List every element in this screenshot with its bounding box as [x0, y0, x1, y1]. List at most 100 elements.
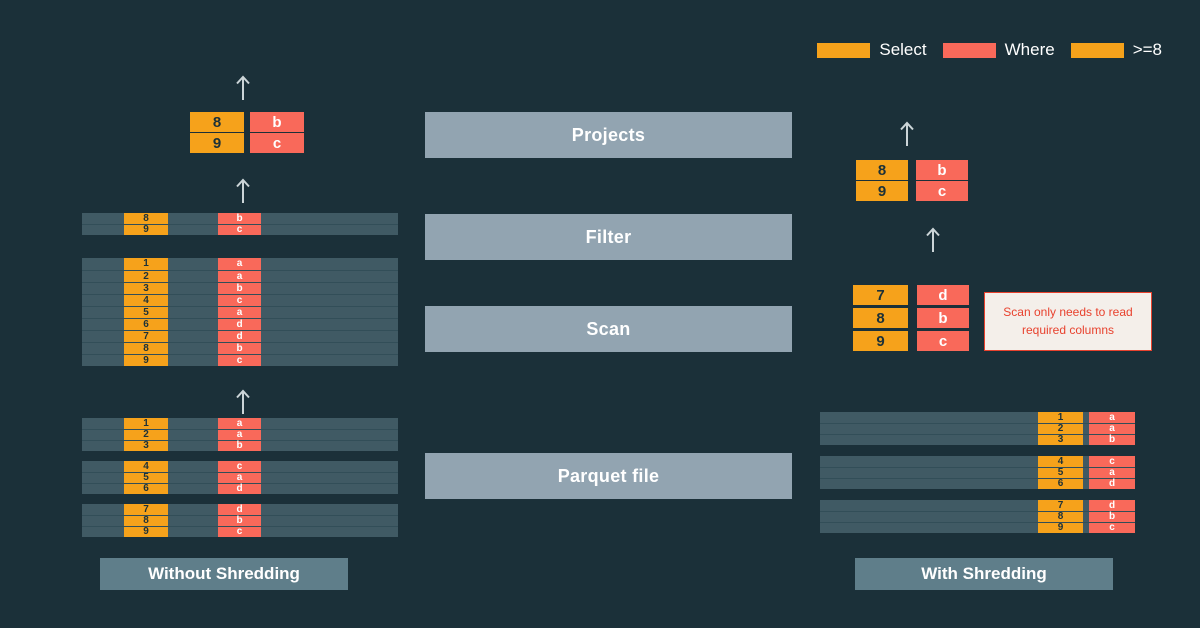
select-cell: 8	[124, 343, 168, 354]
data-row: 1 a	[82, 258, 398, 270]
select-cell: 6	[1038, 479, 1083, 489]
where-cell: c	[1089, 523, 1135, 533]
data-row: 3 b	[82, 282, 398, 294]
data-row: 8 b	[82, 515, 398, 526]
where-cell: a	[1089, 468, 1135, 478]
select-cell: 6	[124, 484, 168, 494]
where-cell: d	[1089, 479, 1135, 489]
data-row: 4 c	[820, 456, 1135, 467]
left-scan-rows: 1 a 2 a 3 b 4 c 5 a 6 d 7 d 8 b	[82, 258, 398, 366]
select-cell: 4	[1038, 456, 1083, 467]
data-row: 9 c	[82, 224, 398, 235]
where-cell: b	[218, 441, 261, 451]
where-cell: d	[917, 285, 969, 305]
data-row: 3 b	[82, 440, 398, 451]
select-cell: 7	[124, 504, 168, 515]
select-cell: 5	[124, 473, 168, 483]
where-cell: a	[1089, 424, 1135, 434]
where-cell: b	[218, 213, 261, 224]
where-cell: d	[218, 319, 261, 330]
data-row: 6 d	[82, 483, 398, 494]
data-row: 4 c	[82, 461, 398, 472]
right-parquet-row-group: 1 a 2 a 3 b	[820, 412, 1135, 445]
legend-item-predicate: >=8	[1070, 40, 1162, 60]
where-cell: c	[218, 225, 261, 235]
select-cell: 3	[124, 283, 168, 294]
where-cell: b	[1089, 435, 1135, 445]
data-row: 7 d	[820, 500, 1135, 511]
right-scan-cells: 7 d 8 b 9 c	[853, 285, 973, 354]
data-row: 5 a	[820, 467, 1135, 478]
where-cell: c	[916, 181, 968, 201]
stage-parquet-file: Parquet file	[425, 453, 792, 499]
data-row: 1 a	[82, 418, 398, 429]
result-row: 9 c	[853, 331, 973, 351]
right-parquet-row-group: 7 d 8 b 9 c	[820, 500, 1135, 533]
scan-note: Scan only needs to read required columns	[984, 292, 1152, 351]
where-cell: b	[218, 343, 261, 354]
select-cell: 2	[124, 271, 168, 282]
where-cell: c	[218, 355, 261, 366]
select-cell: 7	[1038, 500, 1083, 511]
data-row: 8 b	[82, 213, 398, 224]
where-cell: d	[218, 331, 261, 342]
left-parquet-row-group: 4 c 5 a 6 d	[82, 461, 398, 494]
right-result-cells: 8 b 9 c	[856, 160, 976, 202]
right-parquet-row-group: 4 c 5 a 6 d	[820, 456, 1135, 489]
where-cell: b	[917, 308, 969, 328]
result-row: 9 c	[856, 181, 976, 201]
where-cell: d	[218, 504, 261, 515]
left-result-cells: 8 b 9 c	[190, 112, 310, 154]
up-arrow-icon	[236, 178, 250, 203]
legend-item-select: Select	[817, 40, 927, 60]
select-cell: 9	[190, 133, 244, 153]
result-row: 8 b	[190, 112, 310, 132]
result-row: 8 b	[853, 308, 973, 328]
select-cell: 4	[124, 295, 168, 306]
data-row: 8 b	[820, 511, 1135, 522]
where-cell: b	[218, 283, 261, 294]
up-arrow-icon	[900, 121, 914, 146]
where-cell: b	[1089, 512, 1135, 522]
where-cell: a	[218, 473, 261, 483]
data-row: 1 a	[820, 412, 1135, 423]
select-cell: 8	[853, 308, 908, 328]
select-cell: 3	[124, 441, 168, 451]
up-arrow-icon	[236, 389, 250, 414]
where-cell: b	[916, 160, 968, 180]
data-row: 9 c	[820, 522, 1135, 533]
stage-filter: Filter	[425, 214, 792, 260]
select-cell: 1	[1038, 412, 1083, 423]
legend-label: Where	[1004, 40, 1055, 59]
select-cell: 2	[124, 430, 168, 440]
data-row: 6 d	[82, 318, 398, 330]
select-cell: 6	[124, 319, 168, 330]
select-cell: 9	[1038, 523, 1083, 533]
where-cell: c	[917, 331, 969, 351]
predicate-color-swatch	[1070, 42, 1124, 58]
stage-projects: Projects	[425, 112, 792, 158]
where-cell: c	[218, 461, 261, 472]
up-arrow-icon	[926, 227, 940, 252]
data-row: 2 a	[820, 423, 1135, 434]
result-row: 7 d	[853, 285, 973, 305]
select-cell: 9	[124, 225, 168, 235]
left-parquet-row-group: 1 a 2 a 3 b	[82, 418, 398, 451]
data-row: 6 d	[820, 478, 1135, 489]
data-row: 7 d	[82, 330, 398, 342]
data-row: 9 c	[82, 354, 398, 366]
left-filter-output-rows: 8 b 9 c	[82, 213, 398, 235]
select-cell: 1	[124, 418, 168, 429]
stage-scan: Scan	[425, 306, 792, 352]
data-row: 9 c	[82, 526, 398, 537]
where-cell: d	[218, 484, 261, 494]
select-cell: 8	[856, 160, 908, 180]
data-row: 4 c	[82, 294, 398, 306]
where-cell: a	[218, 430, 261, 440]
data-row: 5 a	[82, 306, 398, 318]
where-cell: a	[1089, 412, 1135, 423]
where-cell: a	[218, 307, 261, 318]
data-row: 2 a	[82, 270, 398, 282]
where-cell: c	[1089, 456, 1135, 467]
